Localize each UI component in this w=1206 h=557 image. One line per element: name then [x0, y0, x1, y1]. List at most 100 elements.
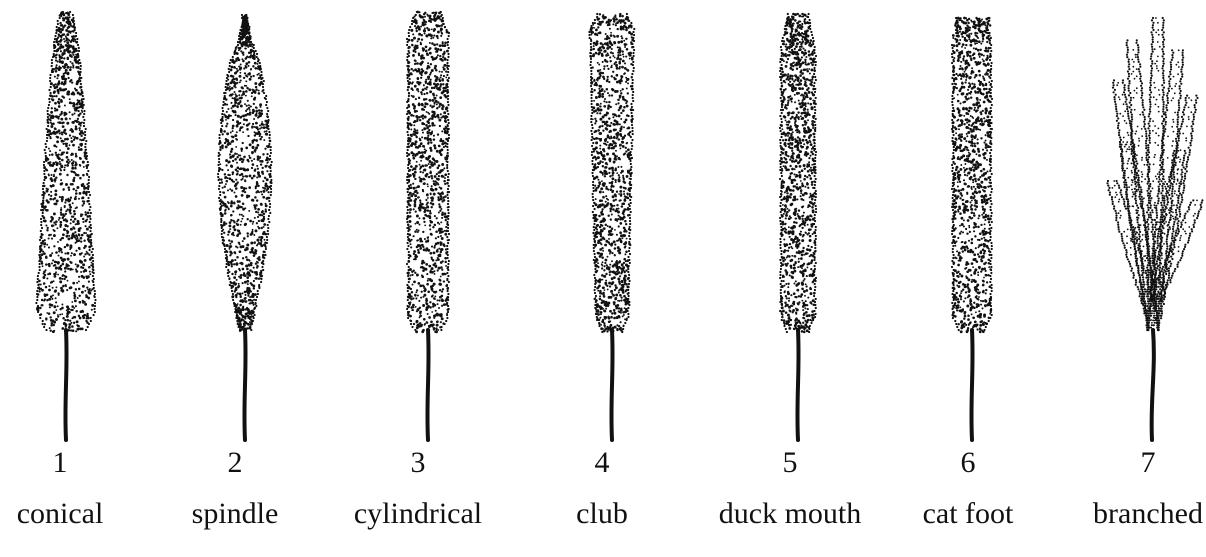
stipple-dot: [409, 78, 411, 80]
stipple-dot: [78, 47, 80, 49]
stipple-dot: [234, 277, 236, 279]
stipple-dot: [229, 188, 231, 190]
stipple-dot: [94, 296, 96, 298]
stipple-dot: [249, 260, 251, 262]
stipple-dot: [441, 107, 443, 109]
stipple-dot: [607, 68, 609, 70]
stipple-dot: [441, 269, 443, 271]
stipple-dot: [416, 229, 418, 231]
stipple-dot: [248, 264, 250, 266]
stipple-dot: [407, 317, 409, 319]
stipple-dot: [426, 35, 428, 37]
stipple-dot: [258, 73, 260, 75]
stipple-dot: [427, 138, 430, 141]
stipple-dot: [406, 65, 408, 67]
stipple-dot: [65, 78, 68, 81]
stipple-dot: [265, 130, 267, 132]
stipple-dot: [72, 37, 74, 39]
stipple-dot: [240, 220, 242, 222]
stipple-dot: [78, 234, 81, 237]
stipple-dot: [430, 133, 433, 136]
stipple-dot: [447, 140, 449, 142]
stipple-dot: [603, 324, 605, 326]
stipple-dot: [65, 88, 67, 90]
stipple-dot: [40, 209, 42, 211]
stipple-dot: [253, 299, 255, 301]
stipple-dot: [447, 131, 449, 133]
stipple-dot: [234, 50, 236, 52]
stipple-dot: [447, 44, 449, 46]
stipple-dot: [62, 263, 65, 266]
stipple-dot: [625, 150, 627, 152]
stipple-dot: [244, 274, 247, 277]
stipple-dot: [42, 323, 44, 325]
stipple-dot: [431, 246, 433, 248]
stipple-dot: [54, 50, 56, 52]
stipple-dot: [82, 263, 85, 266]
stipple-dot: [236, 246, 238, 248]
stipple-dot: [414, 143, 417, 146]
stipple-dot: [233, 228, 236, 231]
stipple-dot: [64, 25, 66, 27]
stipple-dot: [45, 263, 47, 265]
stipple-dot: [442, 83, 444, 85]
stipple-dot: [258, 220, 260, 222]
stipple-dot: [231, 287, 233, 289]
stipple-dot: [442, 56, 444, 58]
stipple-dot: [46, 119, 48, 121]
stipple-dot: [236, 292, 238, 294]
stipple-dot: [228, 278, 230, 280]
stipple-dot: [60, 179, 62, 181]
stipple-dot: [235, 187, 237, 189]
stipple-dot: [256, 112, 258, 114]
stipple-dot: [50, 191, 52, 193]
stipple-dot: [441, 130, 443, 132]
stipple-dot: [86, 194, 88, 196]
stipple-dot: [423, 98, 426, 101]
stipple-dot: [614, 158, 616, 160]
stipple-dot: [90, 212, 92, 214]
stipple-dot: [447, 293, 449, 295]
stipple-dot: [236, 105, 239, 108]
stipple-dot: [600, 235, 602, 237]
stipple-dot: [608, 172, 610, 174]
stipple-dot: [74, 113, 76, 115]
stipple-dot: [45, 256, 47, 258]
stipple-dot: [69, 101, 72, 104]
stipple-dot: [50, 86, 52, 88]
stipple-dot: [231, 296, 233, 298]
stipple-dot: [448, 212, 450, 214]
stipple-dot: [84, 211, 86, 213]
stipple-dot: [262, 83, 264, 85]
stipple-dot: [433, 115, 436, 118]
stipple-dot: [80, 125, 82, 127]
stipple-dot: [53, 53, 55, 55]
stipple-dot: [424, 238, 426, 240]
stipple-dot: [619, 300, 621, 302]
stipple-dot: [70, 309, 72, 311]
stipple-dot: [41, 299, 43, 301]
stipple-dot: [88, 185, 90, 187]
stipple-dot: [225, 80, 227, 82]
stipple-dot: [50, 195, 52, 197]
stipple-dot: [267, 116, 269, 118]
stipple-dot: [424, 27, 426, 29]
stipple-dot: [53, 47, 55, 49]
stipple-dot: [435, 78, 438, 81]
stipple-dot: [269, 155, 271, 157]
stipple-dot: [73, 253, 76, 256]
stipple-dot: [270, 188, 272, 190]
stipple-dot: [434, 215, 436, 217]
stipple-dot: [88, 179, 90, 181]
stipple-dot: [429, 212, 432, 215]
stipple-dot: [443, 23, 445, 25]
stipple-dot: [241, 218, 243, 220]
stipple-dot: [408, 278, 410, 280]
stipple-dot: [434, 295, 436, 297]
stipple-dot: [50, 111, 53, 114]
stipple-dot: [262, 153, 264, 155]
stipple-dot: [407, 68, 409, 70]
stipple-dot: [447, 305, 449, 307]
stipple-dot: [266, 236, 268, 238]
stipple-dot: [264, 120, 266, 122]
